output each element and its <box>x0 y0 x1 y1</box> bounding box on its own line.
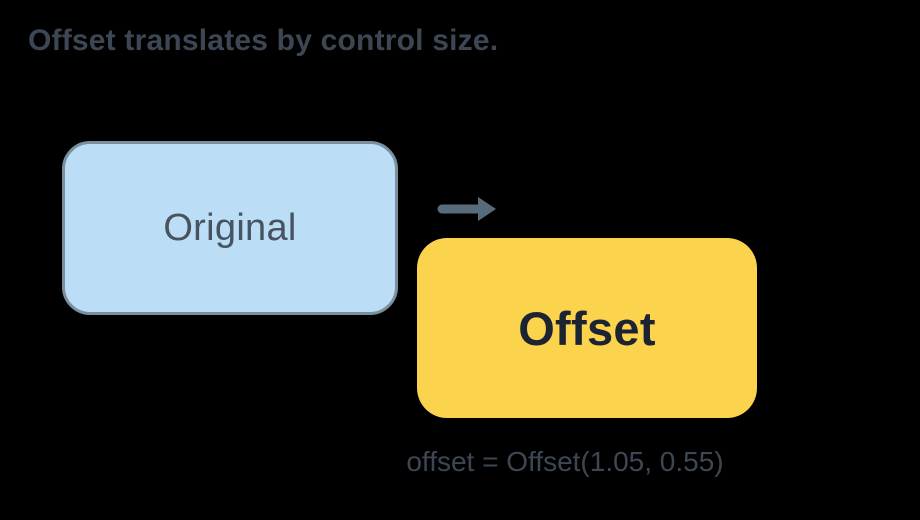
original-box-label: Original <box>163 206 297 249</box>
right-arrow-icon <box>437 196 497 222</box>
offset-box-label: Offset <box>518 301 656 355</box>
offset-formula-caption: offset = Offset(1.05, 0.55) <box>406 446 724 477</box>
original-box: Original <box>62 141 398 315</box>
diagram-title: Offset translates by control size. <box>28 24 499 57</box>
offset-box: Offset <box>417 238 757 418</box>
